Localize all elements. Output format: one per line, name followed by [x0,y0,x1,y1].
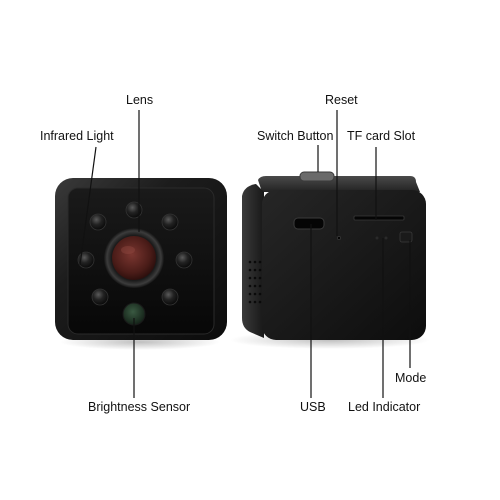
label-led-indicator: Led Indicator [348,400,421,414]
label-reset: Reset [325,93,358,107]
label-brightness-sensor: Brightness Sensor [88,400,191,414]
label-lens: Lens [126,93,154,107]
front-camera [55,178,227,340]
usb-port-icon [293,217,325,230]
label-switch-button: Switch Button [257,129,334,143]
tf-card-slot-icon [353,215,405,221]
vent-grille [248,260,262,304]
switch-button-icon [299,171,335,182]
label-infrared-light: Infrared Light [40,129,114,143]
label-usb: USB [300,400,326,414]
label-mode: Mode [395,371,427,385]
back-camera [242,171,426,340]
label-tf-card-slot: TF card Slot [347,129,416,143]
lens-icon [104,228,164,288]
led-indicator-icon [375,236,379,240]
infrared-led-icon [77,201,193,306]
reset-hole-icon [337,236,341,240]
mode-button-icon [399,231,413,243]
leader-lines [79,110,411,398]
